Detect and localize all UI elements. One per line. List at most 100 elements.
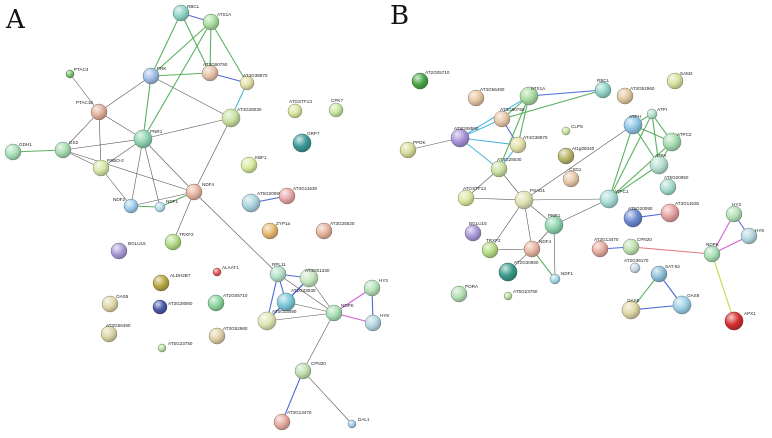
node-circle[interactable] — [450, 285, 468, 303]
node-pora[interactable]: PORA — [450, 284, 479, 303]
node-circle[interactable] — [294, 362, 312, 380]
node-circle[interactable] — [157, 343, 167, 353]
node-circle[interactable] — [110, 242, 128, 260]
node-at1g08340[interactable]: At1g08340 — [557, 146, 595, 165]
node-circle[interactable] — [328, 102, 344, 118]
node-circle[interactable] — [399, 141, 417, 159]
node-circle[interactable] — [594, 81, 612, 99]
node-circle[interactable] — [464, 224, 482, 242]
node-at5g23750[interactable]: AT5G23750 — [503, 289, 538, 301]
node-circle[interactable] — [363, 279, 381, 297]
node-at2g30950[interactable]: AT2G30950 — [498, 260, 539, 282]
node-at3g13490[interactable]: AT3G13490 — [257, 309, 297, 331]
node-circle[interactable] — [703, 245, 721, 263]
node-at3g56490[interactable]: AT3G56490 — [467, 87, 505, 107]
node-at3g11630[interactable]: AT3G11630 — [278, 186, 318, 205]
node-at3g28060[interactable]: AT3G28060 — [152, 299, 193, 315]
node-circle[interactable] — [503, 291, 513, 301]
node-kbf1[interactable]: KBF1 — [240, 155, 267, 174]
node-circle[interactable] — [591, 240, 609, 258]
node-circle[interactable] — [92, 159, 110, 177]
node-circle[interactable] — [315, 222, 333, 240]
node-circle[interactable] — [616, 87, 634, 105]
node-circle[interactable] — [599, 189, 619, 209]
node-atph[interactable]: ATPH — [623, 114, 643, 135]
node-ndf1[interactable]: NDF1 — [549, 271, 573, 285]
node-at2g05710[interactable]: AT2G05710 — [207, 293, 248, 312]
node-circle[interactable] — [672, 295, 692, 315]
node-circle[interactable] — [185, 183, 203, 201]
node-at4g01330[interactable]: AT4G01330 — [299, 268, 330, 288]
node-circle[interactable] — [133, 129, 153, 149]
node-circle[interactable] — [208, 327, 226, 345]
node-circle[interactable] — [164, 233, 182, 251]
node-atpc1[interactable]: ATPC1 — [599, 189, 629, 209]
node-hy3[interactable]: HY3 — [725, 202, 743, 223]
node-circle[interactable] — [287, 103, 303, 119]
node-circle[interactable] — [666, 72, 684, 90]
node-circle[interactable] — [490, 160, 508, 178]
node-circle[interactable] — [123, 198, 139, 214]
node-apx1[interactable]: APX1 — [724, 311, 756, 331]
node-at3g11630[interactable]: AT3G11630 — [660, 201, 700, 223]
node-circle[interactable] — [152, 274, 170, 292]
node-circle[interactable] — [364, 314, 382, 332]
node-at3g13470[interactable]: AT3G13470 — [273, 410, 312, 431]
node-at3g52960[interactable]: AT3G52960 — [208, 326, 248, 345]
node-circle[interactable] — [142, 67, 160, 85]
node-circle[interactable] — [498, 262, 518, 282]
node-gs2[interactable]: GS2 — [54, 140, 79, 159]
node-circle[interactable] — [519, 86, 539, 106]
node-cpn20[interactable]: CPN20 — [294, 361, 326, 380]
node-dal1[interactable]: DAL1 — [347, 417, 370, 429]
node-at5g20090[interactable]: AT5G20090 — [623, 206, 653, 228]
node-ndf4[interactable]: NDF4 — [185, 182, 214, 201]
node-atgstf13[interactable]: ATGSTF13 — [287, 99, 312, 119]
node-circle[interactable] — [202, 13, 220, 31]
node-gdh1[interactable]: GDH1 — [4, 142, 32, 161]
node-ats1a[interactable]: ATS1A — [202, 12, 232, 31]
node-circle[interactable] — [549, 273, 561, 285]
node-rbcl[interactable]: RBCL — [172, 4, 200, 22]
node-psad1[interactable]: PSAD1 — [514, 188, 546, 210]
node-circle[interactable] — [621, 300, 641, 320]
node-at3g25520[interactable]: AT3G25520 — [315, 221, 355, 240]
node-aldh2b7[interactable]: ALDH2B7 — [152, 273, 191, 292]
node-circle[interactable] — [562, 170, 580, 188]
node-circle[interactable] — [457, 189, 475, 207]
node-alaat1[interactable]: ALAAT1 — [212, 265, 239, 277]
node-at4g38970[interactable]: AT4G38970 — [239, 73, 268, 91]
node-circle[interactable] — [269, 265, 287, 283]
node-circle[interactable] — [347, 419, 357, 429]
node-circle[interactable] — [172, 4, 190, 22]
node-circle[interactable] — [241, 193, 261, 213]
node-at4g28030[interactable]: AT4G28030 — [221, 107, 262, 128]
node-at3g52960[interactable]: AT3G52960 — [616, 86, 655, 105]
node-circle[interactable] — [100, 325, 118, 343]
node-circle[interactable] — [239, 75, 255, 91]
node-zyp1a[interactable]: ZYP1a — [261, 221, 290, 240]
node-circle[interactable] — [509, 136, 527, 154]
node-atpc2[interactable]: ATPC2 — [662, 132, 692, 152]
node-pnr1[interactable]: PNR1 — [133, 129, 163, 149]
node-circle[interactable] — [4, 143, 22, 161]
node-circle[interactable] — [411, 72, 429, 90]
node-oas5[interactable]: OAS5 — [621, 298, 641, 320]
node-sat-52[interactable]: SAT-52 — [650, 264, 680, 283]
node-circle[interactable] — [646, 108, 658, 120]
node-atpa[interactable]: ATPA — [649, 153, 669, 175]
node-circle[interactable] — [623, 115, 643, 135]
node-circle[interactable] — [629, 262, 641, 274]
node-circle[interactable] — [221, 108, 241, 128]
node-atpi[interactable]: ATPI — [646, 107, 667, 120]
node-pnr1[interactable]: PNR1 — [544, 213, 564, 235]
node-at5g20950[interactable]: AT5G20950 — [659, 175, 689, 196]
node-circle[interactable] — [649, 155, 669, 175]
node-ndf2[interactable]: NDF2 — [113, 197, 139, 214]
node-ndf4[interactable]: NDF4 — [523, 239, 551, 258]
node-sam2[interactable]: SAM2 — [666, 71, 693, 90]
node-psbo2[interactable]: PSBO-2 — [92, 158, 124, 177]
node-circle[interactable] — [201, 64, 219, 82]
node-csd1[interactable]: CSD1 — [562, 167, 582, 188]
node-ndpk[interactable]: NDPK — [703, 242, 721, 263]
